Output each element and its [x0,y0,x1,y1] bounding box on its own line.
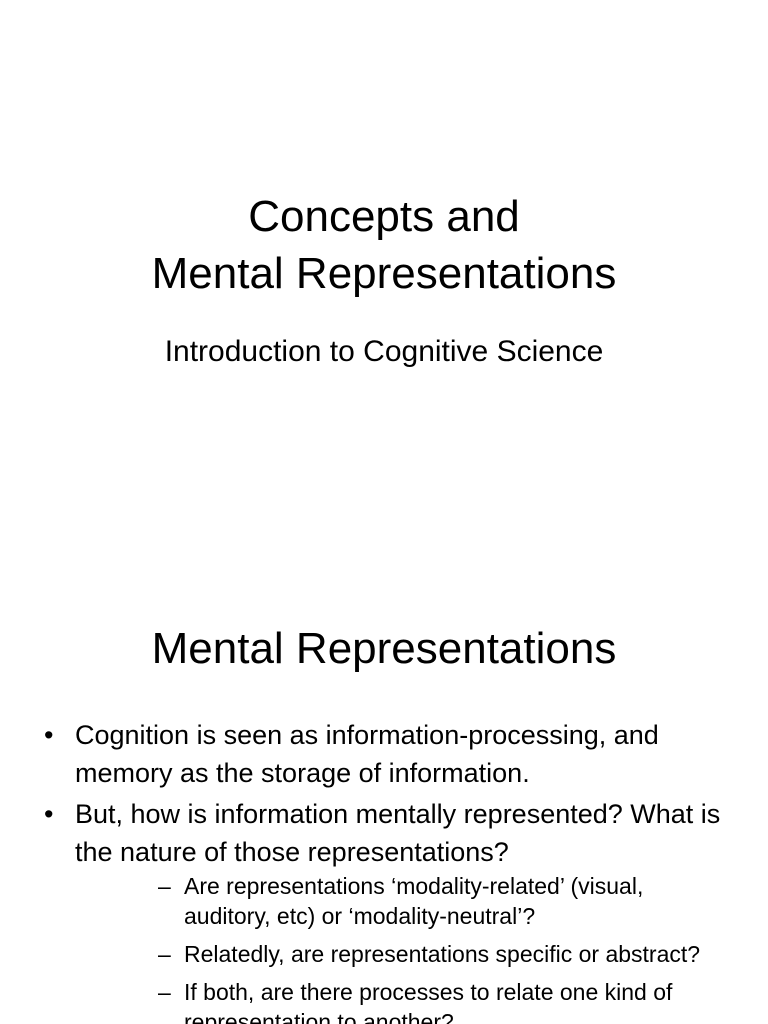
bullet-text: Cognition is seen as information-process… [75,720,659,788]
slide-subtitle: Introduction to Cognitive Science [164,335,604,368]
sub-bullet-text: Relatedly, are representations specific … [184,941,701,967]
bullet-icon: • [44,720,54,750]
dash-icon: – [158,979,171,1005]
content-slide: Mental Representations • Cognition is se… [0,576,768,1024]
title-slide: Concepts and Mental Representations Intr… [0,188,768,368]
sub-bullet-item: – Are representations ‘modality-related’… [75,871,748,931]
sub-bullet-text: If both, are there processes to relate o… [184,979,673,1024]
bullet-item: • But, how is information mentally repre… [0,795,768,1024]
dash-icon: – [158,873,171,899]
slide-title-line-1: Concepts and [248,192,520,241]
dash-icon: – [158,941,171,967]
slide-heading: Mental Representations [151,624,617,673]
bullet-icon: • [44,799,54,829]
slide-title-line-2: Mental Representations [151,249,617,298]
bullet-list: • Cognition is seen as information-proce… [0,716,768,1024]
sub-bullet-item: – If both, are there processes to relate… [75,977,748,1024]
sub-bullet-text: Are representations ‘modality-related’ (… [184,873,644,929]
bullet-item: • Cognition is seen as information-proce… [0,716,768,792]
sub-bullet-list: – Are representations ‘modality-related’… [75,871,748,1024]
slide-title: Concepts and Mental Representations [0,188,768,302]
bullet-text: But, how is information mentally represe… [75,799,721,867]
sub-bullet-item: – Relatedly, are representations specifi… [75,939,748,969]
